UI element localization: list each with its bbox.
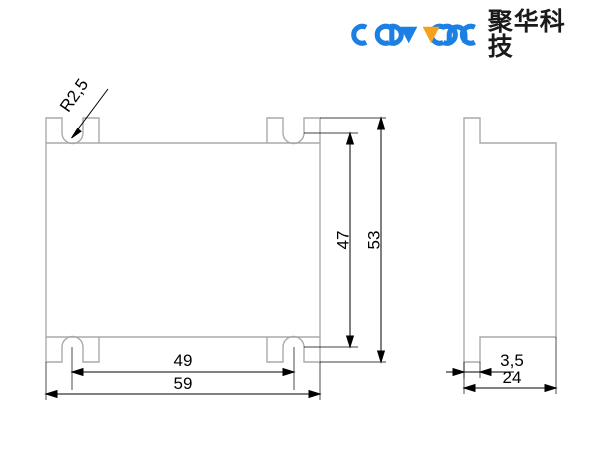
- dim-text-49: 49: [174, 351, 193, 370]
- bottom-left-tab: [45, 335, 100, 363]
- arrow-59-left: [44, 389, 58, 399]
- side-view: [463, 117, 557, 363]
- arrow-35-left: [452, 367, 466, 377]
- arrow-47-bottom: [345, 335, 355, 349]
- top-right-tab: [266, 117, 321, 145]
- arrow-49-right: [282, 367, 296, 377]
- dim-text-53: 53: [364, 231, 383, 250]
- arrow-24-left: [462, 383, 476, 393]
- dim-text-35: 3,5: [500, 351, 524, 370]
- dimension-texts: 47 53 49 59 3,5 24 R2,5: [56, 75, 524, 393]
- arrow-r25: [71, 127, 82, 139]
- dim-text-24: 24: [503, 368, 522, 387]
- company-name-cn: 聚华科技: [487, 7, 566, 61]
- arrow-59-right: [308, 389, 322, 399]
- front-body-outline: [45, 142, 321, 338]
- arrow-35-right: [478, 367, 492, 377]
- top-left-tab: [45, 117, 100, 145]
- extension-lines: [45, 117, 557, 400]
- bottom-right-tab: [266, 335, 321, 363]
- leader-r25: [72, 88, 109, 137]
- front-view: [45, 117, 321, 363]
- dim-text-59: 59: [174, 374, 193, 393]
- dimension-lines: [44, 88, 558, 399]
- arrow-49-left: [70, 367, 84, 377]
- company-logo: 聚华科技: [346, 7, 590, 61]
- dim-text-47: 47: [333, 231, 352, 250]
- side-profile-outline: [463, 117, 557, 363]
- arrow-53-top: [376, 116, 386, 130]
- arrow-53-bottom: [376, 350, 386, 364]
- cavono-wordmark-icon: [351, 23, 476, 46]
- arrow-24-right: [544, 383, 558, 393]
- arrow-47-top: [345, 131, 355, 145]
- dim-text-r25: R2,5: [56, 75, 92, 115]
